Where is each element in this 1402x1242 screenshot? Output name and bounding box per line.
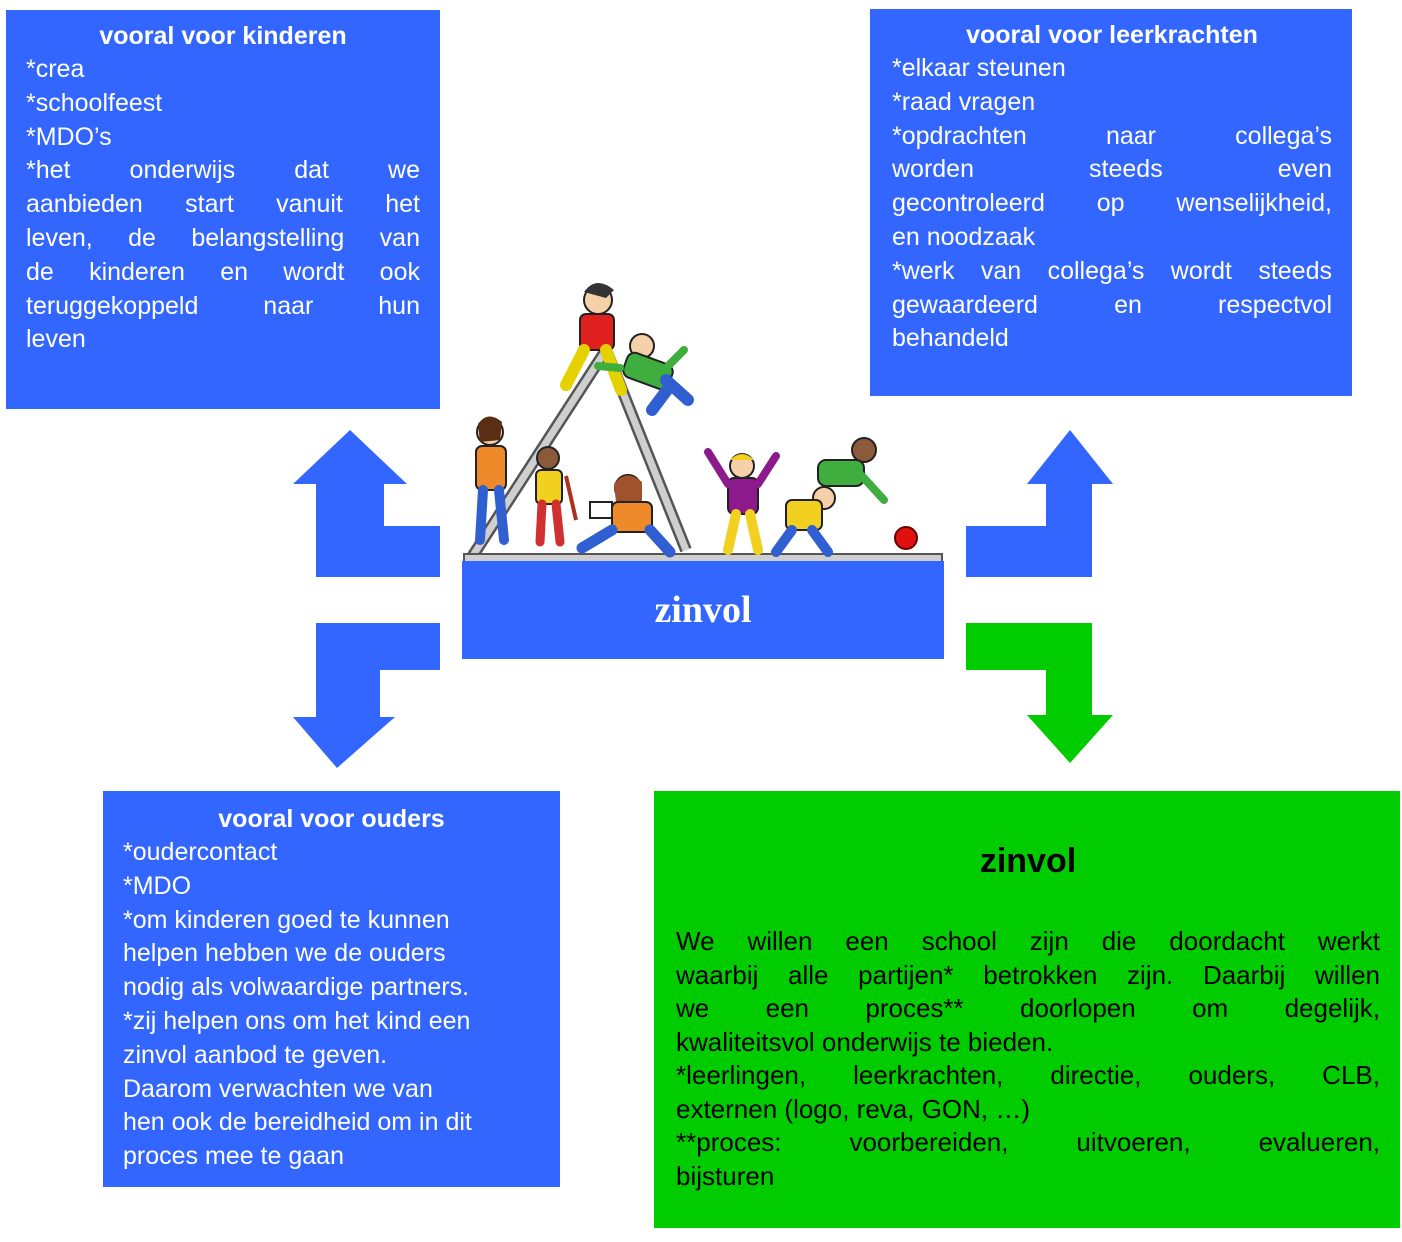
box-leerkrachten-title: vooral voor leerkrachten: [966, 21, 1258, 49]
text-line: aanbieden start vanuit het: [26, 190, 420, 219]
box-leerkrachten: vooral voor leerkrachten *elkaar steunen…: [870, 9, 1352, 396]
center-zinvol-label: zinvol: [462, 561, 944, 659]
box-ouders-lines: *oudercontact *MDO *om kinderen goed te ku…: [123, 836, 540, 1174]
box-kinderen: vooral voor kinderen *crea *schoolfeest *M…: [6, 10, 440, 409]
text-line: zinvol aanbod te geven.: [123, 1040, 388, 1069]
arrow-up-left: [293, 430, 440, 577]
text-line: gecontroleerd op wenselijkheid,: [892, 189, 1332, 218]
box-kinderen-lines: *crea *schoolfeest *MDO’s *het onderwijs da…: [26, 53, 420, 357]
box-kinderen-title: vooral voor kinderen: [99, 22, 347, 50]
text-line: Daarom verwachten we van: [123, 1074, 433, 1103]
box-leerkrachten-lines: *elkaar steunen *raad vragen *opdrachten n…: [892, 52, 1332, 356]
text-line: leven: [26, 325, 86, 354]
text-line: *MDO’s: [26, 122, 112, 151]
text-line: *opdrachten naar collega’s: [892, 121, 1332, 150]
text-line: *oudercontact: [123, 838, 278, 866]
arrow-down-right: [966, 623, 1113, 763]
text-line: kwaliteitsvol onderwijs te bieden.: [676, 1026, 1054, 1057]
text-line: helpen hebben we de ouders: [123, 939, 446, 968]
text-line: **proces: voorbereiden, uitvoeren, evalu…: [676, 1127, 1380, 1157]
text-line: proces mee te gaan: [123, 1142, 344, 1171]
box-ouders: vooral voor ouders *oudercontact *MDO *om …: [103, 791, 560, 1187]
box-zinvol-title: zinvol: [979, 842, 1077, 880]
arrow-down-left: [293, 623, 440, 768]
text-line: en noodzaak: [892, 222, 1036, 251]
children-playing-illustration: [463, 282, 943, 564]
text-line: bijsturen: [676, 1160, 775, 1191]
box-ouders-title: vooral voor ouders: [218, 805, 445, 833]
text-line: *werk van collega’s wordt steeds: [892, 256, 1332, 285]
text-line: *crea: [26, 55, 85, 83]
text-line: *elkaar steunen: [892, 54, 1066, 82]
box-zinvol: zinvol We willen een school zijn die doo…: [654, 791, 1400, 1228]
text-line: *het onderwijs dat we: [26, 156, 420, 185]
text-line: waarbij alle partijen* betrokken zijn. D…: [676, 959, 1380, 990]
text-line: hen ook de bereidheid om in dit: [123, 1108, 472, 1137]
text-line: *leerlingen, leerkrachten, directie, oud…: [676, 1060, 1380, 1090]
text-line: gewaardeerd en respectvol: [892, 290, 1332, 319]
text-line: worden steeds even: [892, 155, 1332, 184]
text-line: *raad vragen: [892, 87, 1036, 116]
text-line: *MDO: [123, 871, 192, 900]
text-line: externen (logo, reva, GON, …): [676, 1093, 1031, 1124]
text-line: *om kinderen goed te kunnen: [123, 905, 450, 934]
box-zinvol-lines: We willen een school zijn die doordacht …: [676, 925, 1380, 1193]
text-line: nodig als volwaardige partners.: [123, 973, 470, 1002]
text-line: de kinderen en wordt ook: [26, 257, 420, 286]
arrow-up-right: [966, 430, 1113, 577]
text-line: We willen een school zijn die doordacht …: [676, 926, 1380, 956]
text-line: we een proces** doorlopen om degelijk,: [676, 993, 1380, 1023]
text-line: *schoolfeest: [26, 88, 163, 117]
text-line: teruggekoppeld naar hun: [26, 291, 420, 320]
text-line: leven, de belangstelling van: [26, 223, 420, 252]
text-line: *zij helpen ons om het kind een: [123, 1006, 471, 1035]
text-line: behandeld: [892, 324, 1009, 353]
